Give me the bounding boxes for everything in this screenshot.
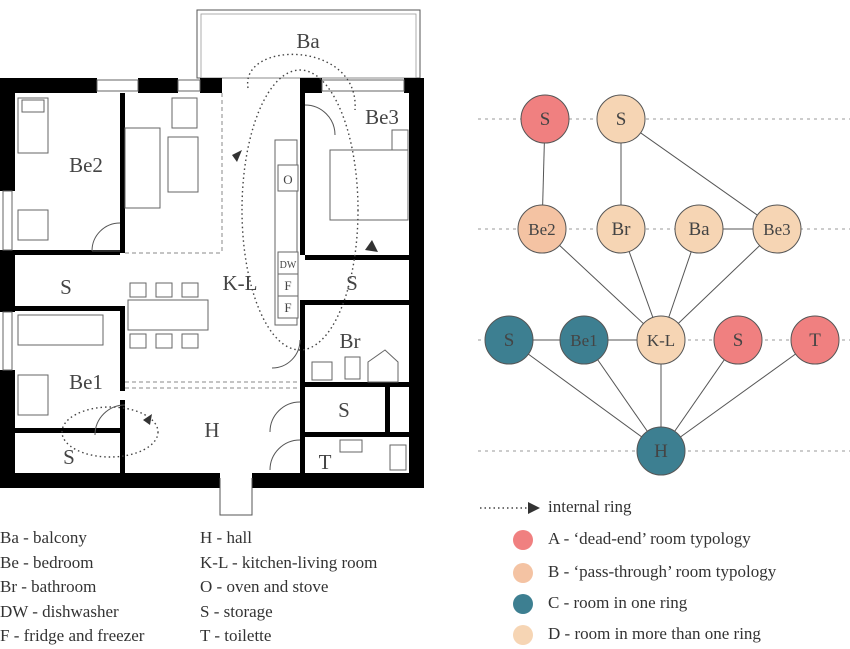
fridge-label-2: F — [284, 300, 291, 315]
room-storage-hall-label: S — [338, 398, 350, 422]
graph-node-circle — [484, 315, 534, 365]
graph-node-circle — [520, 94, 570, 144]
graph-node-label: H — [654, 441, 668, 462]
graph-node-be3: Be3 — [752, 204, 802, 254]
graph-edge — [660, 228, 778, 341]
legend-entry: H - hall — [200, 528, 252, 547]
wall-bottom — [0, 473, 220, 488]
graph-node-circle — [596, 204, 646, 254]
graph-node-label: S — [616, 109, 627, 130]
legend-entry: DW - dishwasher — [0, 601, 119, 621]
internal-ring-bedroom1 — [61, 406, 159, 458]
legend-ring-label: internal ring — [548, 497, 632, 516]
graph-node-circle — [596, 94, 646, 144]
wall-left — [0, 78, 15, 191]
graph-node-h: H — [636, 426, 686, 476]
graph-node-ba: Ba — [674, 204, 724, 254]
legend-entry: K-L - kitchen-living room — [200, 552, 378, 572]
room-bedroom3-label: Be3 — [365, 105, 399, 129]
legend-entry: S - storage — [200, 601, 273, 621]
graph-node-circle — [636, 426, 686, 476]
graph-node-circle — [559, 315, 609, 365]
graph-node-circle — [636, 315, 686, 365]
room-storage-bottom-label: S — [63, 445, 75, 469]
room-kitchen-living-label: K-L — [223, 271, 258, 295]
oven-label: O — [283, 172, 292, 187]
legend-entry: O - oven and stove — [200, 577, 329, 596]
graph-node-label: Be3 — [763, 220, 790, 239]
room-bedroom1-label: Be1 — [69, 370, 103, 394]
legend-label-a: A - ‘dead-end’ room typology — [548, 529, 751, 548]
legend-swatch-d — [513, 625, 533, 645]
room-bedroom2-label: Be2 — [69, 153, 103, 177]
graph-node-s_top2: S — [596, 94, 646, 144]
legend-entry: Ba - balcony — [0, 528, 87, 547]
room-storage-left-label: S — [60, 275, 72, 299]
legend-swatch-c — [513, 594, 533, 614]
graph-node-label: S — [504, 330, 515, 351]
graph-node-label: Be2 — [528, 220, 555, 239]
graph-node-label: Be1 — [570, 331, 597, 350]
graph-node-be1: Be1 — [559, 315, 609, 365]
wall-right — [409, 78, 424, 488]
floor-plan: O DW F F Ba Be2 Be3 K-L S S Br Be1 H S S… — [0, 9, 424, 516]
graph-node-t: T — [790, 315, 840, 365]
legend-entry: Br - bathroom — [0, 577, 97, 596]
graph-node-circle — [752, 204, 802, 254]
legend-label-d: D - room in more than one ring — [548, 624, 761, 643]
graph-edge — [620, 118, 778, 230]
dishwasher-label: DW — [280, 260, 297, 271]
graph-node-circle — [713, 315, 763, 365]
arrow-icon — [528, 502, 540, 514]
internal-ring-kitchen — [241, 69, 359, 351]
room-storage-right-label: S — [346, 271, 358, 295]
graph-edge — [541, 228, 662, 341]
graph-node-label: Br — [612, 219, 632, 240]
graph-node-label: K-L — [647, 331, 675, 350]
room-hall-label: H — [204, 418, 219, 442]
graph-node-s_top1: S — [520, 94, 570, 144]
graph-node-label: S — [540, 109, 551, 130]
room-balcony-label: Ba — [296, 29, 320, 53]
wall-top-left — [0, 78, 97, 93]
graph-node-kl: K-L — [636, 315, 686, 365]
room-toilette-label: T — [319, 450, 332, 474]
legend-swatch-b — [513, 563, 533, 583]
legend-entry: F - fridge and freezer — [0, 626, 145, 645]
graph-node-circle — [790, 315, 840, 365]
room-bathroom-label: Br — [340, 329, 361, 353]
legend-label-b: B - ‘pass-through’ room typology — [548, 562, 777, 581]
graph-edge — [660, 339, 816, 452]
legend-label-c: C - room in one ring — [548, 593, 688, 612]
graph-edges — [508, 118, 816, 452]
legend-entry: Be - bedroom — [0, 552, 94, 572]
graph-node-label: T — [809, 330, 821, 351]
plan-legend-col2: H - hall K-L - kitchen-living room O - o… — [200, 526, 377, 649]
graph-node-label: S — [733, 330, 744, 351]
graph-node-s_mid1: S — [484, 315, 534, 365]
graph-node-circle — [517, 204, 567, 254]
fridge-label-1: F — [284, 278, 291, 293]
graph-node-circle — [674, 204, 724, 254]
graph-node-label: Ba — [688, 219, 710, 240]
graph-node-br: Br — [596, 204, 646, 254]
graph-node-be2: Be2 — [517, 204, 567, 254]
graph-edge — [508, 339, 662, 452]
graph-legend — [480, 502, 540, 645]
legend-entry: T - toilette — [200, 626, 272, 645]
graph-node-s_mid2: S — [713, 315, 763, 365]
legend-swatch-a — [513, 530, 533, 550]
plan-legend-col1: Ba - balcony Be - bedroom Br - bathroom … — [0, 526, 144, 649]
